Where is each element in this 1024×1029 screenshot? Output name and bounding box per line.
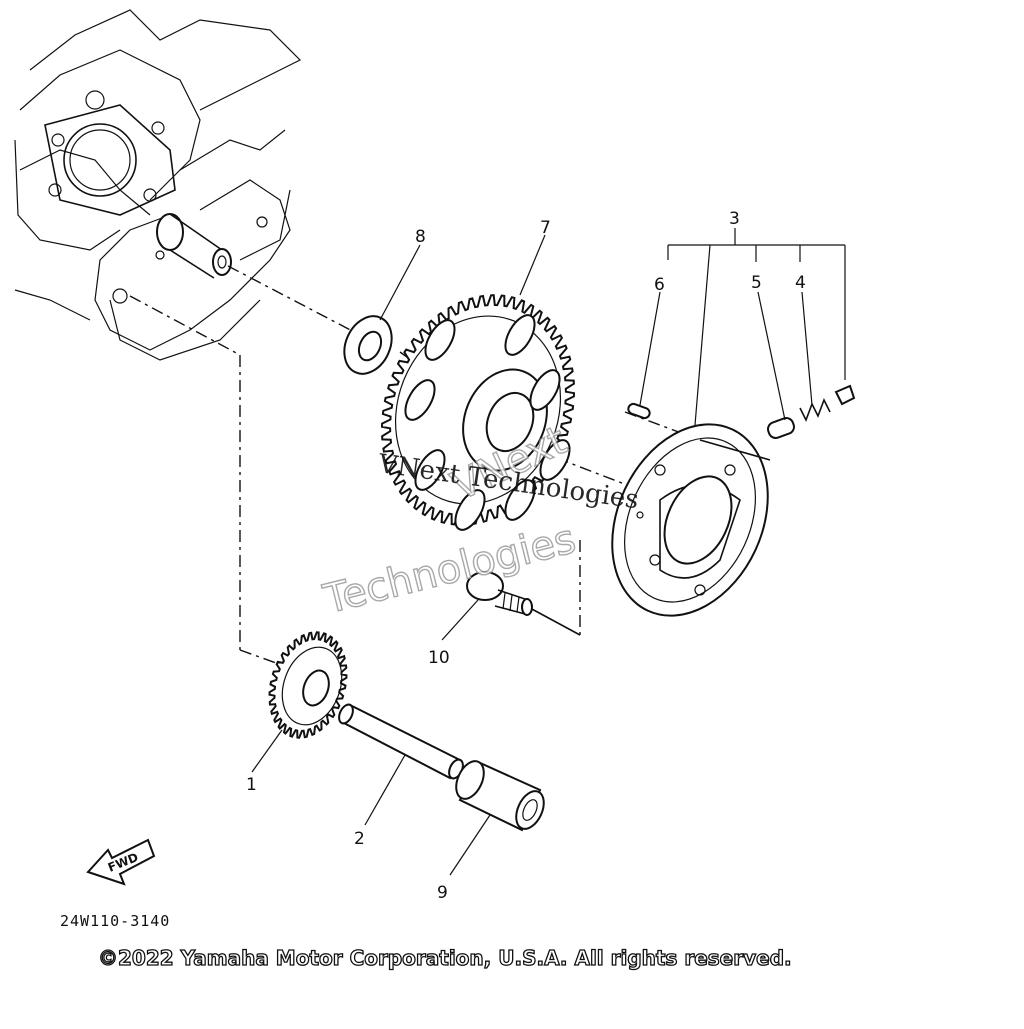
callout-3: 3 [729,209,740,229]
small-gear [268,631,348,739]
diagram-code: 24W110-3140 [60,912,170,930]
callout-7: 7 [540,218,551,238]
callout-8: 8 [415,227,426,247]
callout-1: 1 [246,775,257,795]
callout-4: 4 [795,273,806,293]
callout-10: 10 [428,648,450,668]
callout-9: 9 [437,883,448,903]
shaft [338,703,464,780]
engine-crankcase [14,9,302,361]
clutch-small-parts [627,384,856,439]
callout-2: 2 [354,829,365,849]
crankcase-shaft [156,213,232,279]
bushing [455,760,545,832]
washer [343,315,393,375]
copyright-notice: ©2022 Yamaha Motor Corporation, U.S.A. A… [98,946,792,970]
leader-lines [251,228,846,876]
large-gear [380,294,576,531]
callout-5: 5 [751,273,762,293]
callout-6: 6 [654,275,665,295]
clutch-assembly [611,423,771,617]
callout-labels: 1 2 3 4 5 6 7 8 9 10 [246,209,806,903]
bolt [466,571,533,616]
watermark-large-line2: Technologies [319,516,580,623]
fwd-arrow-icon: FWD [86,838,156,886]
